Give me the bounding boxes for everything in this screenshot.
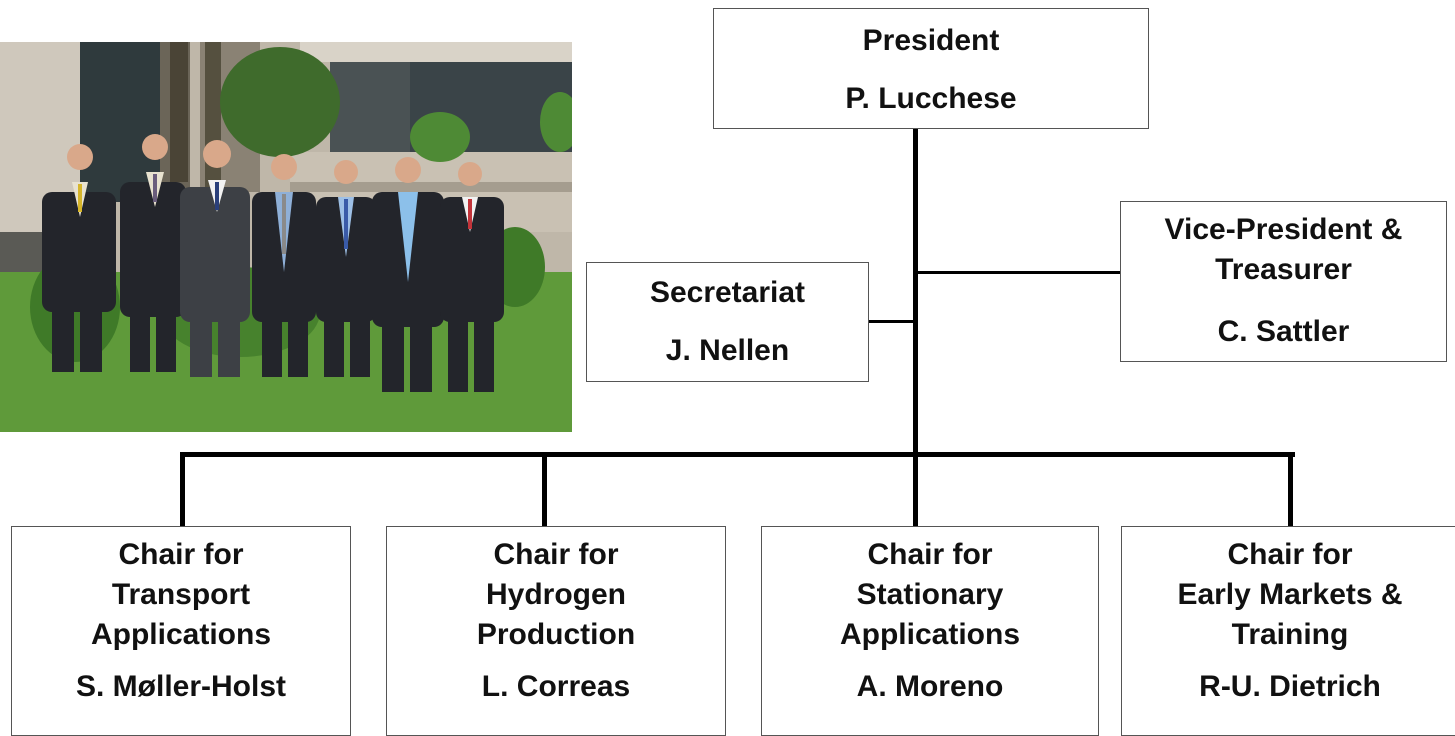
connector-president-trunk <box>913 128 918 458</box>
chair-name: L. Correas <box>481 670 631 703</box>
connector-chair-early-markets <box>1288 452 1293 528</box>
group-photo-image <box>0 42 572 432</box>
vice-president-role-line2: Treasurer <box>1215 253 1352 286</box>
connector-chairs-bar <box>180 452 1295 457</box>
vice-president-box: Vice-President & Treasurer C. Sattler <box>1120 201 1447 362</box>
chair-name: R-U. Dietrich <box>1199 670 1381 703</box>
chair-box-early-markets: Chair for Early Markets & Training R-U. … <box>1121 526 1455 736</box>
president-role: President <box>862 24 1000 57</box>
connector-chair-hydrogen <box>542 452 547 528</box>
chair-line1: Chair for <box>118 538 244 571</box>
connector-chair-transport <box>180 452 185 528</box>
president-name: P. Lucchese <box>845 82 1017 115</box>
chair-line3: Training <box>1231 618 1349 651</box>
chair-name: A. Moreno <box>856 670 1004 703</box>
chair-line3: Production <box>476 618 636 651</box>
group-photo <box>0 42 572 432</box>
vice-president-role-line1: Vice-President & <box>1164 213 1403 246</box>
chair-line1: Chair for <box>1227 538 1353 571</box>
chair-box-hydrogen: Chair for Hydrogen Production L. Correas <box>386 526 726 736</box>
chair-box-stationary: Chair for Stationary Applications A. Mor… <box>761 526 1099 736</box>
connector-secretariat <box>866 320 916 323</box>
vice-president-name: C. Sattler <box>1217 315 1350 348</box>
chair-line2: Transport <box>111 578 251 611</box>
chair-line1: Chair for <box>867 538 993 571</box>
connector-vice-president <box>916 271 1120 274</box>
chair-line3: Applications <box>839 618 1020 651</box>
secretariat-box: Secretariat J. Nellen <box>586 262 869 382</box>
chair-box-transport: Chair for Transport Applications S. Møll… <box>11 526 351 736</box>
secretariat-name: J. Nellen <box>665 334 790 367</box>
secretariat-role: Secretariat <box>649 276 806 309</box>
chair-line2: Early Markets & <box>1177 578 1403 611</box>
chair-name: S. Møller-Holst <box>75 670 286 703</box>
chair-line2: Hydrogen <box>485 578 626 611</box>
connector-chair-stationary <box>913 452 918 528</box>
chair-line2: Stationary <box>856 578 1004 611</box>
chair-line1: Chair for <box>493 538 619 571</box>
chair-line3: Applications <box>90 618 271 651</box>
president-box: President P. Lucchese <box>713 8 1149 129</box>
